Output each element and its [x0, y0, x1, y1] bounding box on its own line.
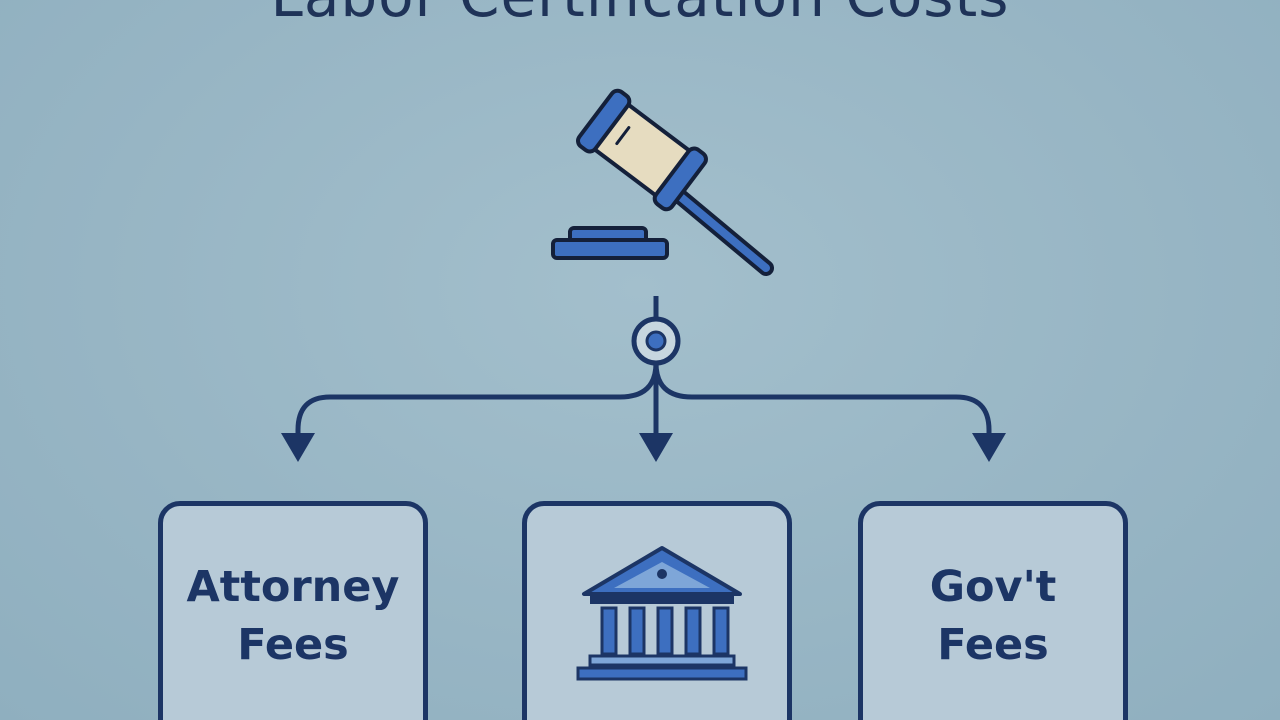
hub-node-icon: [631, 316, 681, 366]
govt-fees-label-line2: Fees: [937, 620, 1049, 670]
gavel-icon: [551, 88, 774, 276]
institution-box: [522, 501, 792, 720]
bank-building-icon: [576, 546, 748, 681]
branch-arrowheads: [281, 433, 1006, 462]
diagram-title: Labor Certification Costs: [0, 0, 1280, 30]
branch-line-left: [295, 360, 659, 443]
attorney-fees-label-line1: Attorney: [186, 562, 400, 612]
govt-fees-box: Gov't Fees: [858, 501, 1128, 720]
attorney-fees-label: Attorney Fees: [163, 558, 423, 674]
govt-fees-label-line1: Gov't: [929, 562, 1057, 612]
branch-connectors: [295, 360, 992, 443]
attorney-fees-box: Attorney Fees: [158, 501, 428, 720]
branch-line-right: [653, 360, 992, 443]
arrowhead-center: [639, 433, 673, 462]
govt-fees-label: Gov't Fees: [863, 558, 1123, 674]
arrowhead-left: [281, 433, 315, 462]
attorney-fees-label-line2: Fees: [237, 620, 349, 670]
arrowhead-right: [972, 433, 1006, 462]
